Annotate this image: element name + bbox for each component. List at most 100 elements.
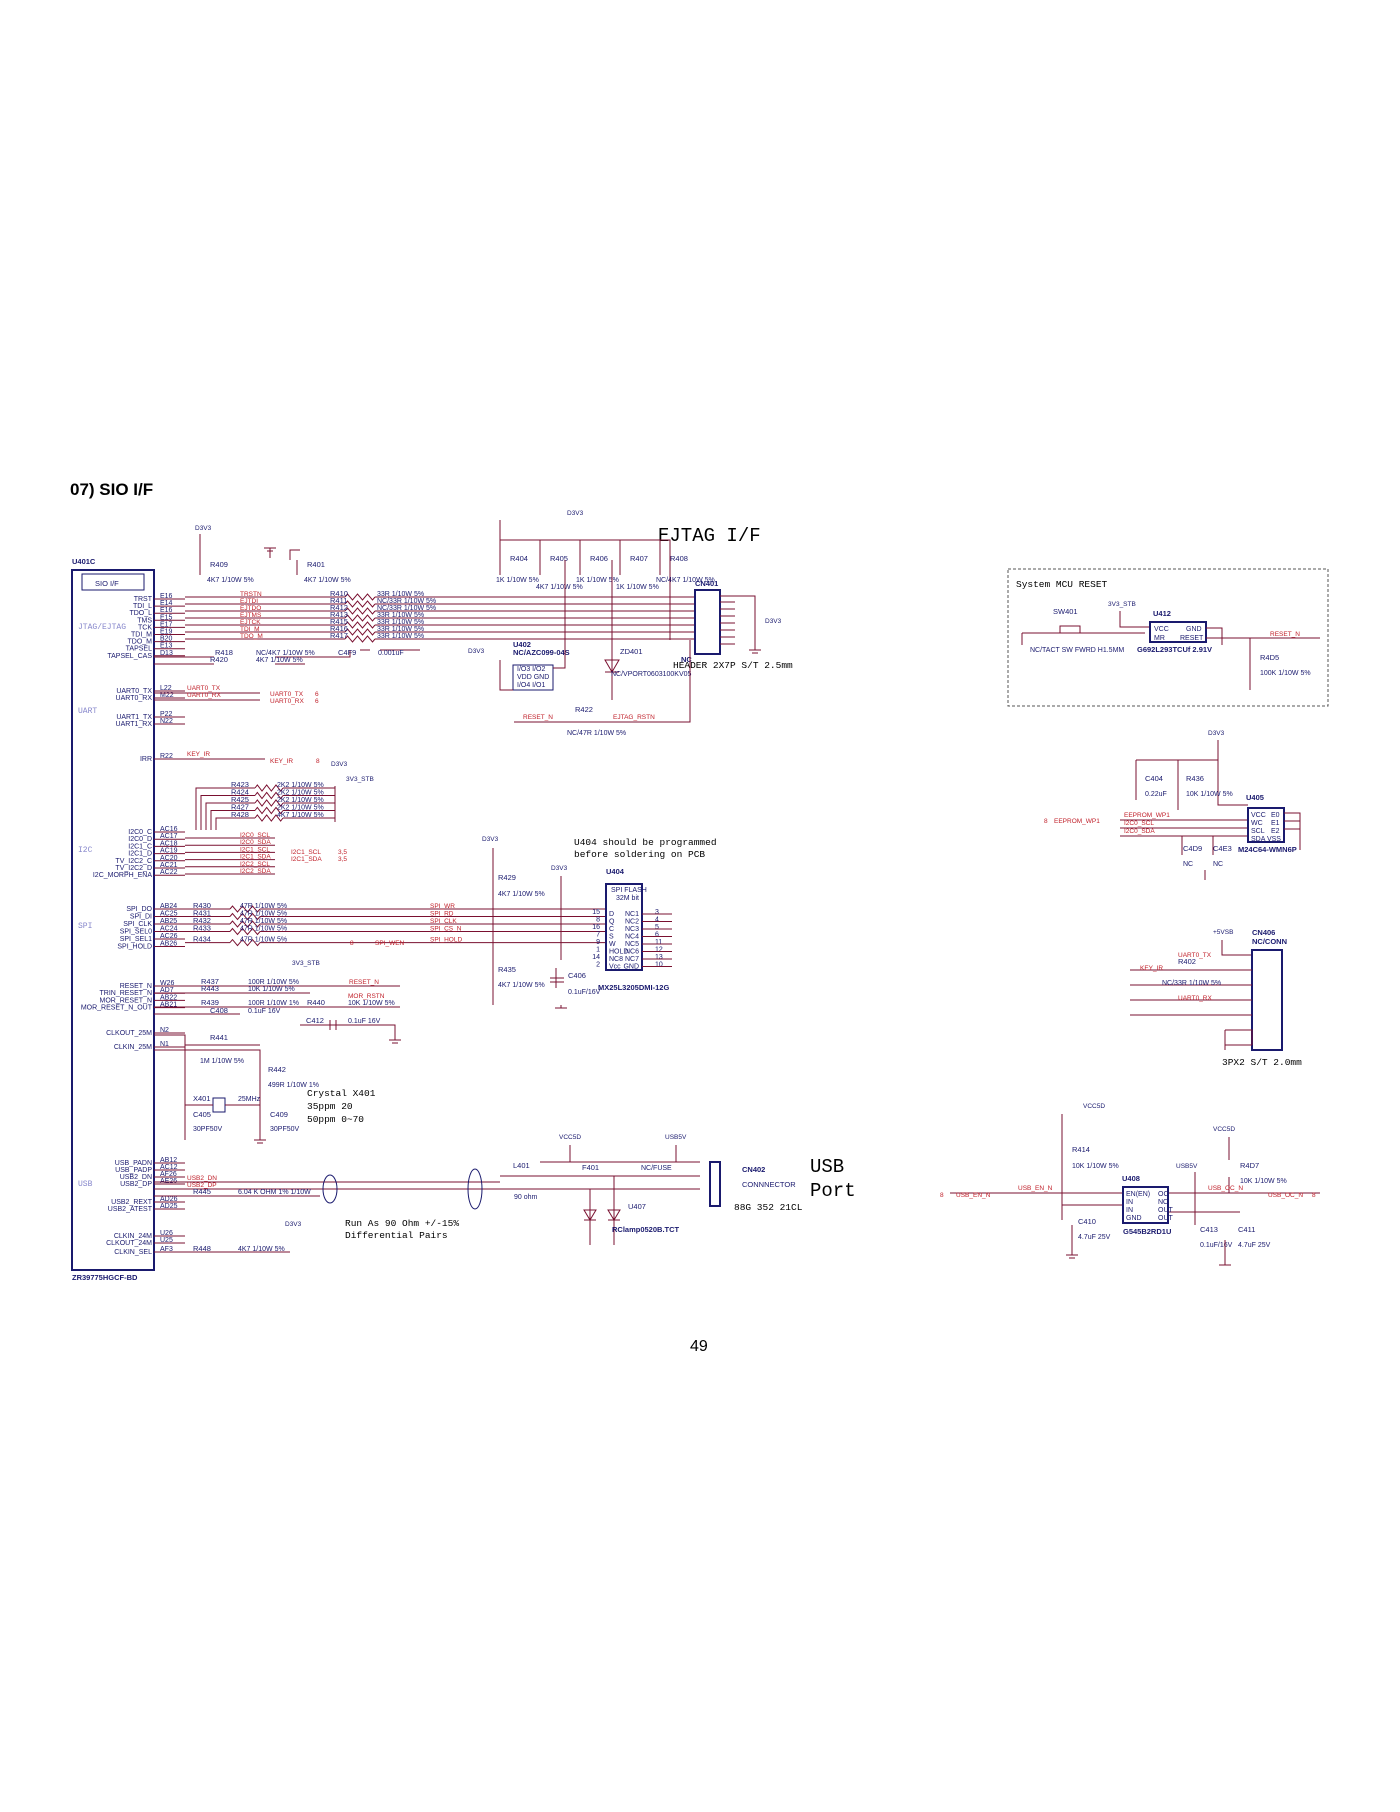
ic-pin-number: AF26 bbox=[160, 1171, 177, 1178]
svg-text:MX25L3205DMI-12G: MX25L3205DMI-12G bbox=[598, 983, 669, 992]
svg-text:R445: R445 bbox=[193, 1187, 211, 1196]
svg-text:USB_EN_N: USB_EN_N bbox=[1018, 1185, 1053, 1192]
svg-text:I/O4 I/O1: I/O4 I/O1 bbox=[517, 682, 546, 689]
svg-text:MOR_RSTN: MOR_RSTN bbox=[348, 993, 385, 1000]
ic-pin-number: AD25 bbox=[160, 1203, 178, 1210]
u404-pin-right: GND bbox=[623, 964, 639, 971]
ic-pin-number: AC22 bbox=[160, 869, 178, 876]
ic-pin-number: E16 bbox=[160, 607, 173, 614]
ic-pin-number: AC16 bbox=[160, 826, 178, 833]
i2c-net: I2C2_SCL bbox=[240, 861, 270, 868]
cn401-desc: HEADER 2X7P S/T 2.5mm bbox=[673, 660, 793, 671]
spi-value: 47R 1/10W 5% bbox=[240, 911, 287, 918]
svg-text:KEY_IR: KEY_IR bbox=[270, 758, 293, 765]
series-value: NC/33R 1/10W 5% bbox=[377, 598, 436, 605]
svg-text:USB2_DN: USB2_DN bbox=[187, 1175, 217, 1182]
svg-text:C411: C411 bbox=[1238, 1225, 1255, 1234]
u408-body bbox=[1122, 1186, 1169, 1224]
svg-text:30PF50V: 30PF50V bbox=[270, 1126, 300, 1133]
svg-text:C404: C404 bbox=[1145, 774, 1163, 783]
i2c-net: I2C1_SDA bbox=[240, 854, 271, 861]
ic-pin-number: AC25 bbox=[160, 911, 178, 918]
svg-text:USB_OC_N: USB_OC_N bbox=[1268, 1192, 1303, 1199]
ic-pin-name: TV_I2C2_C bbox=[115, 858, 152, 865]
ic-pin-number: AB25 bbox=[160, 918, 177, 925]
pullup-ref: R405 bbox=[550, 554, 568, 563]
svg-text:RESET: RESET bbox=[1180, 635, 1204, 642]
pullup-value: 4K7 1/10W 5% bbox=[207, 577, 254, 584]
ic-pin-number: E13 bbox=[160, 643, 173, 650]
ic-pin-number: E17 bbox=[160, 621, 173, 628]
svg-text:30PF50V: 30PF50V bbox=[193, 1126, 223, 1133]
svg-text:IN: IN bbox=[1126, 1199, 1133, 1206]
u412-body bbox=[1149, 621, 1207, 643]
ic-pin-number: AB21 bbox=[160, 1002, 177, 1009]
spi-value: 47R 1/10W 5% bbox=[240, 937, 287, 944]
ic-pin-name: CLKIN_SEL bbox=[114, 1249, 152, 1256]
svg-text:NC/47R 1/10W 5%: NC/47R 1/10W 5% bbox=[567, 730, 626, 737]
u404-pin-right: NC6 bbox=[625, 949, 639, 956]
pullup-value: 1K 1/10W 5% bbox=[616, 584, 659, 591]
pullup-value: 4K7 1/10W 5% bbox=[304, 577, 351, 584]
u404-pin-number: 3 bbox=[655, 909, 659, 916]
cn406-body bbox=[1251, 949, 1283, 1051]
svg-text:4.7uF 25V: 4.7uF 25V bbox=[1238, 1242, 1271, 1249]
usb-section: USB2_DN USB2_DP R445 6.04 K OHM 1% 1/10W… bbox=[154, 1134, 796, 1253]
series-ref: R416 bbox=[330, 624, 348, 633]
svg-text:6: 6 bbox=[315, 698, 319, 705]
ejtag-net: TDO_M bbox=[240, 633, 263, 640]
i2c-pullup-ref: R428 bbox=[231, 810, 249, 819]
svg-text:E2: E2 bbox=[1271, 828, 1280, 835]
svg-text:G692L293TCUf 2.91V: G692L293TCUf 2.91V bbox=[1137, 645, 1212, 654]
svg-text:4K7 1/10W 5%: 4K7 1/10W 5% bbox=[498, 891, 545, 898]
i2c-pullup-value: 2K2 1/10W 5% bbox=[277, 805, 324, 812]
ic-pin-number: P22 bbox=[160, 711, 173, 718]
svg-text:NC: NC bbox=[1183, 861, 1193, 868]
svg-text:90 ohm: 90 ohm bbox=[514, 1194, 538, 1201]
ejtag-net: TDI_M bbox=[240, 626, 260, 633]
svg-text:U402: U402 bbox=[513, 640, 531, 649]
u404-pin-number: 9 bbox=[596, 939, 600, 946]
svg-text:KEY_IR: KEY_IR bbox=[187, 751, 210, 758]
u404-pin-left: D bbox=[609, 911, 614, 918]
u405-body bbox=[1247, 807, 1285, 843]
spi-ref: R433 bbox=[193, 924, 211, 933]
series-ref: R415 bbox=[330, 617, 348, 626]
svg-text:GND: GND bbox=[1186, 626, 1202, 633]
ic-pin-number: AB24 bbox=[160, 903, 177, 910]
spi-ref: R431 bbox=[193, 909, 211, 918]
ic-pin-name: TMS bbox=[137, 617, 152, 624]
svg-text:NC/33R 1/10W 5%: NC/33R 1/10W 5% bbox=[1162, 980, 1221, 987]
spi-ref: R430 bbox=[193, 901, 211, 910]
main-ic-body bbox=[71, 569, 155, 1271]
svg-text:ZD401: ZD401 bbox=[620, 647, 643, 656]
u404-pin-left: W bbox=[609, 941, 616, 948]
svg-text:8: 8 bbox=[350, 940, 354, 947]
ic-pin-number: AC18 bbox=[160, 840, 178, 847]
svg-text:GND: GND bbox=[1126, 1215, 1142, 1222]
svg-text:EEPROM_WP1: EEPROM_WP1 bbox=[1124, 812, 1170, 819]
svg-text:100R 1/10W 1%: 100R 1/10W 1% bbox=[248, 1000, 299, 1007]
svg-text:NC/TACT SW FWRD H1.5MM: NC/TACT SW FWRD H1.5MM bbox=[1030, 647, 1124, 654]
svg-text:U405: U405 bbox=[1246, 793, 1264, 802]
svg-text:R442: R442 bbox=[268, 1065, 286, 1074]
ic-pin-name: TDO_M bbox=[128, 639, 153, 646]
svg-text:R418: R418 bbox=[215, 648, 233, 657]
main-ic-block-label: SIO I/F bbox=[95, 579, 119, 588]
u404-pin-number: 5 bbox=[655, 924, 659, 931]
svg-text:D3V3: D3V3 bbox=[1208, 730, 1225, 737]
svg-text:8: 8 bbox=[1312, 1192, 1316, 1199]
cn406-section: +5VSB CN406 NC/CONN UART0_TX KEY_IR R402… bbox=[1130, 928, 1287, 1051]
u404-pin-right: NC5 bbox=[625, 941, 639, 948]
svg-text:CN401: CN401 bbox=[695, 579, 718, 588]
svg-text:R439: R439 bbox=[201, 998, 219, 1007]
svg-text:F401: F401 bbox=[582, 1163, 599, 1172]
i2c-net: I2C2_SDA bbox=[240, 868, 271, 875]
svg-text:8: 8 bbox=[940, 1192, 944, 1199]
pullup-value: NC/4K7 1/10W 5% bbox=[656, 577, 715, 584]
series-ref: R410 bbox=[330, 589, 348, 598]
svg-text:8: 8 bbox=[316, 758, 320, 765]
svg-text:C4D9: C4D9 bbox=[1183, 844, 1202, 853]
svg-text:RESET_N: RESET_N bbox=[523, 714, 553, 721]
